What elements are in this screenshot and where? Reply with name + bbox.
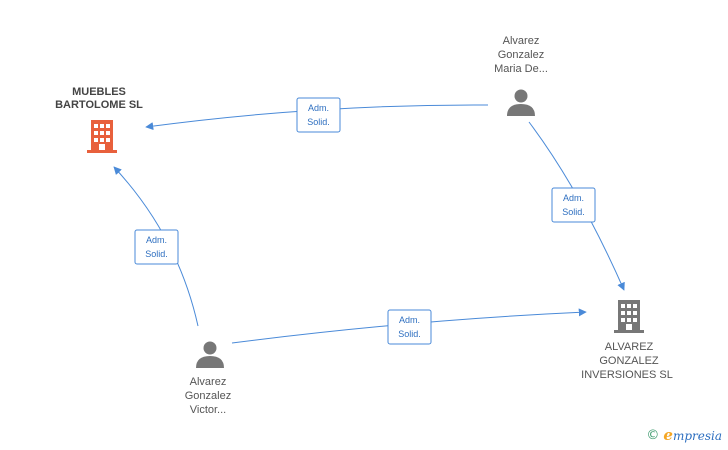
edge-label-line: Adm. — [146, 235, 167, 245]
edge-label-line: Solid. — [307, 117, 330, 127]
person-icon — [196, 341, 224, 368]
edge-label-maria-to-muebles[interactable]: Adm. Solid. — [296, 97, 341, 133]
node-label-line: MUEBLES — [72, 86, 126, 98]
node-alvarez-maria[interactable]: Alvarez Gonzalez Maria De... — [494, 35, 548, 116]
node-label-line: Maria De... — [494, 63, 548, 75]
node-label-line: Victor... — [190, 404, 226, 416]
empresia-logo: e mpresia — [663, 426, 722, 444]
building-icon — [614, 300, 644, 333]
node-muebles-bartolome[interactable]: MUEBLES BARTOLOME SL — [55, 86, 143, 153]
node-label-line: Gonzalez — [185, 390, 231, 402]
node-label-line: BARTOLOME SL — [55, 99, 143, 111]
brand-initial: e — [663, 426, 673, 444]
building-icon — [87, 120, 117, 153]
edge-label-maria-to-inversiones[interactable]: Adm. Solid. — [551, 187, 596, 223]
node-label-line: GONZALEZ — [599, 355, 659, 367]
node-label-line: Gonzalez — [498, 49, 544, 61]
edge-label-victor-to-inversiones[interactable]: Adm. Solid. — [387, 309, 432, 345]
person-icon — [507, 89, 535, 116]
brand-watermark: © e mpresia — [646, 426, 722, 444]
edge-label-line: Solid. — [145, 249, 168, 259]
edge-label-line: Solid. — [398, 329, 421, 339]
edge-label-line: Solid. — [562, 207, 585, 217]
edge-label-line: Adm. — [399, 315, 420, 325]
edge-label-line: Adm. — [308, 103, 329, 113]
node-alvarez-inversiones[interactable]: ALVAREZ GONZALEZ INVERSIONES SL — [581, 300, 673, 381]
node-label-line: Alvarez — [190, 376, 227, 388]
brand-name: mpresia — [672, 429, 722, 443]
edge-label-line: Adm. — [563, 193, 584, 203]
node-alvarez-victor[interactable]: Alvarez Gonzalez Victor... — [185, 341, 231, 417]
edges — [113, 104, 625, 344]
edge-label-victor-to-muebles[interactable]: Adm. Solid. — [134, 229, 179, 265]
node-label-line: ALVAREZ — [605, 341, 654, 353]
copyright-icon: © — [646, 427, 660, 443]
node-label-line: INVERSIONES SL — [581, 369, 673, 381]
node-label-line: Alvarez — [503, 35, 540, 47]
